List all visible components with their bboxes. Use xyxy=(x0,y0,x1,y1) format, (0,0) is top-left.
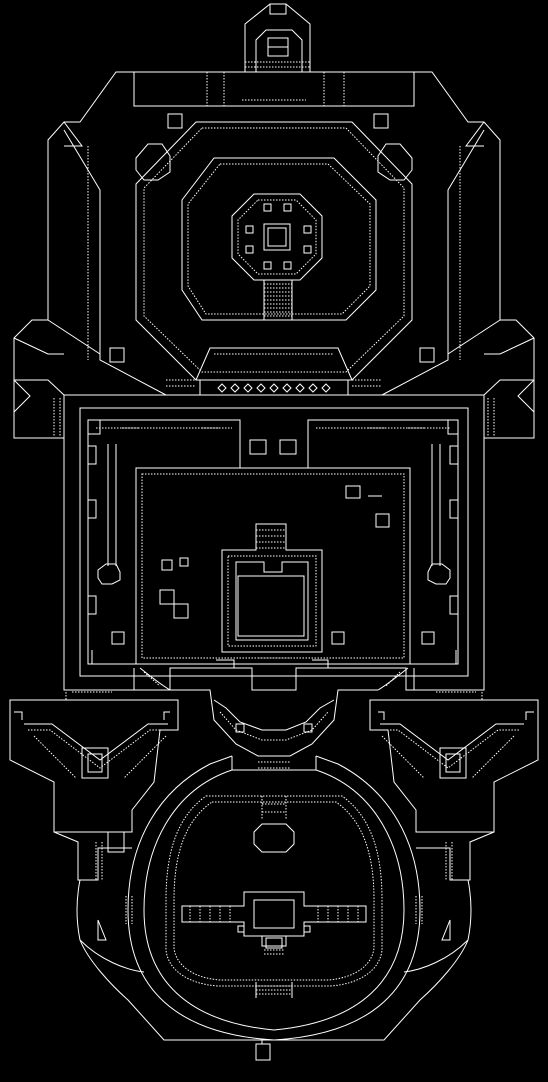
south-corridor xyxy=(64,667,484,770)
central-pit xyxy=(135,467,411,668)
ledge-diamond xyxy=(269,383,279,393)
ledge-diamond xyxy=(230,383,240,393)
ledge-diamond xyxy=(295,383,305,393)
ledge-diamonds xyxy=(217,383,331,393)
ledge-diamond xyxy=(308,383,318,393)
central-pillar xyxy=(231,193,323,320)
ledge-diamond xyxy=(217,383,227,393)
north-hall xyxy=(13,71,535,439)
ledge-diamond xyxy=(282,383,292,393)
oval-arena xyxy=(53,755,495,1041)
ledge-diamond xyxy=(321,383,331,393)
west-wing xyxy=(9,691,179,853)
east-wing xyxy=(369,691,539,833)
south-exit xyxy=(255,1040,271,1061)
north-door-tower xyxy=(244,3,311,72)
octagon-courtyard xyxy=(135,121,413,395)
ledge-diamond xyxy=(243,383,253,393)
ledge-diamond xyxy=(256,383,266,393)
